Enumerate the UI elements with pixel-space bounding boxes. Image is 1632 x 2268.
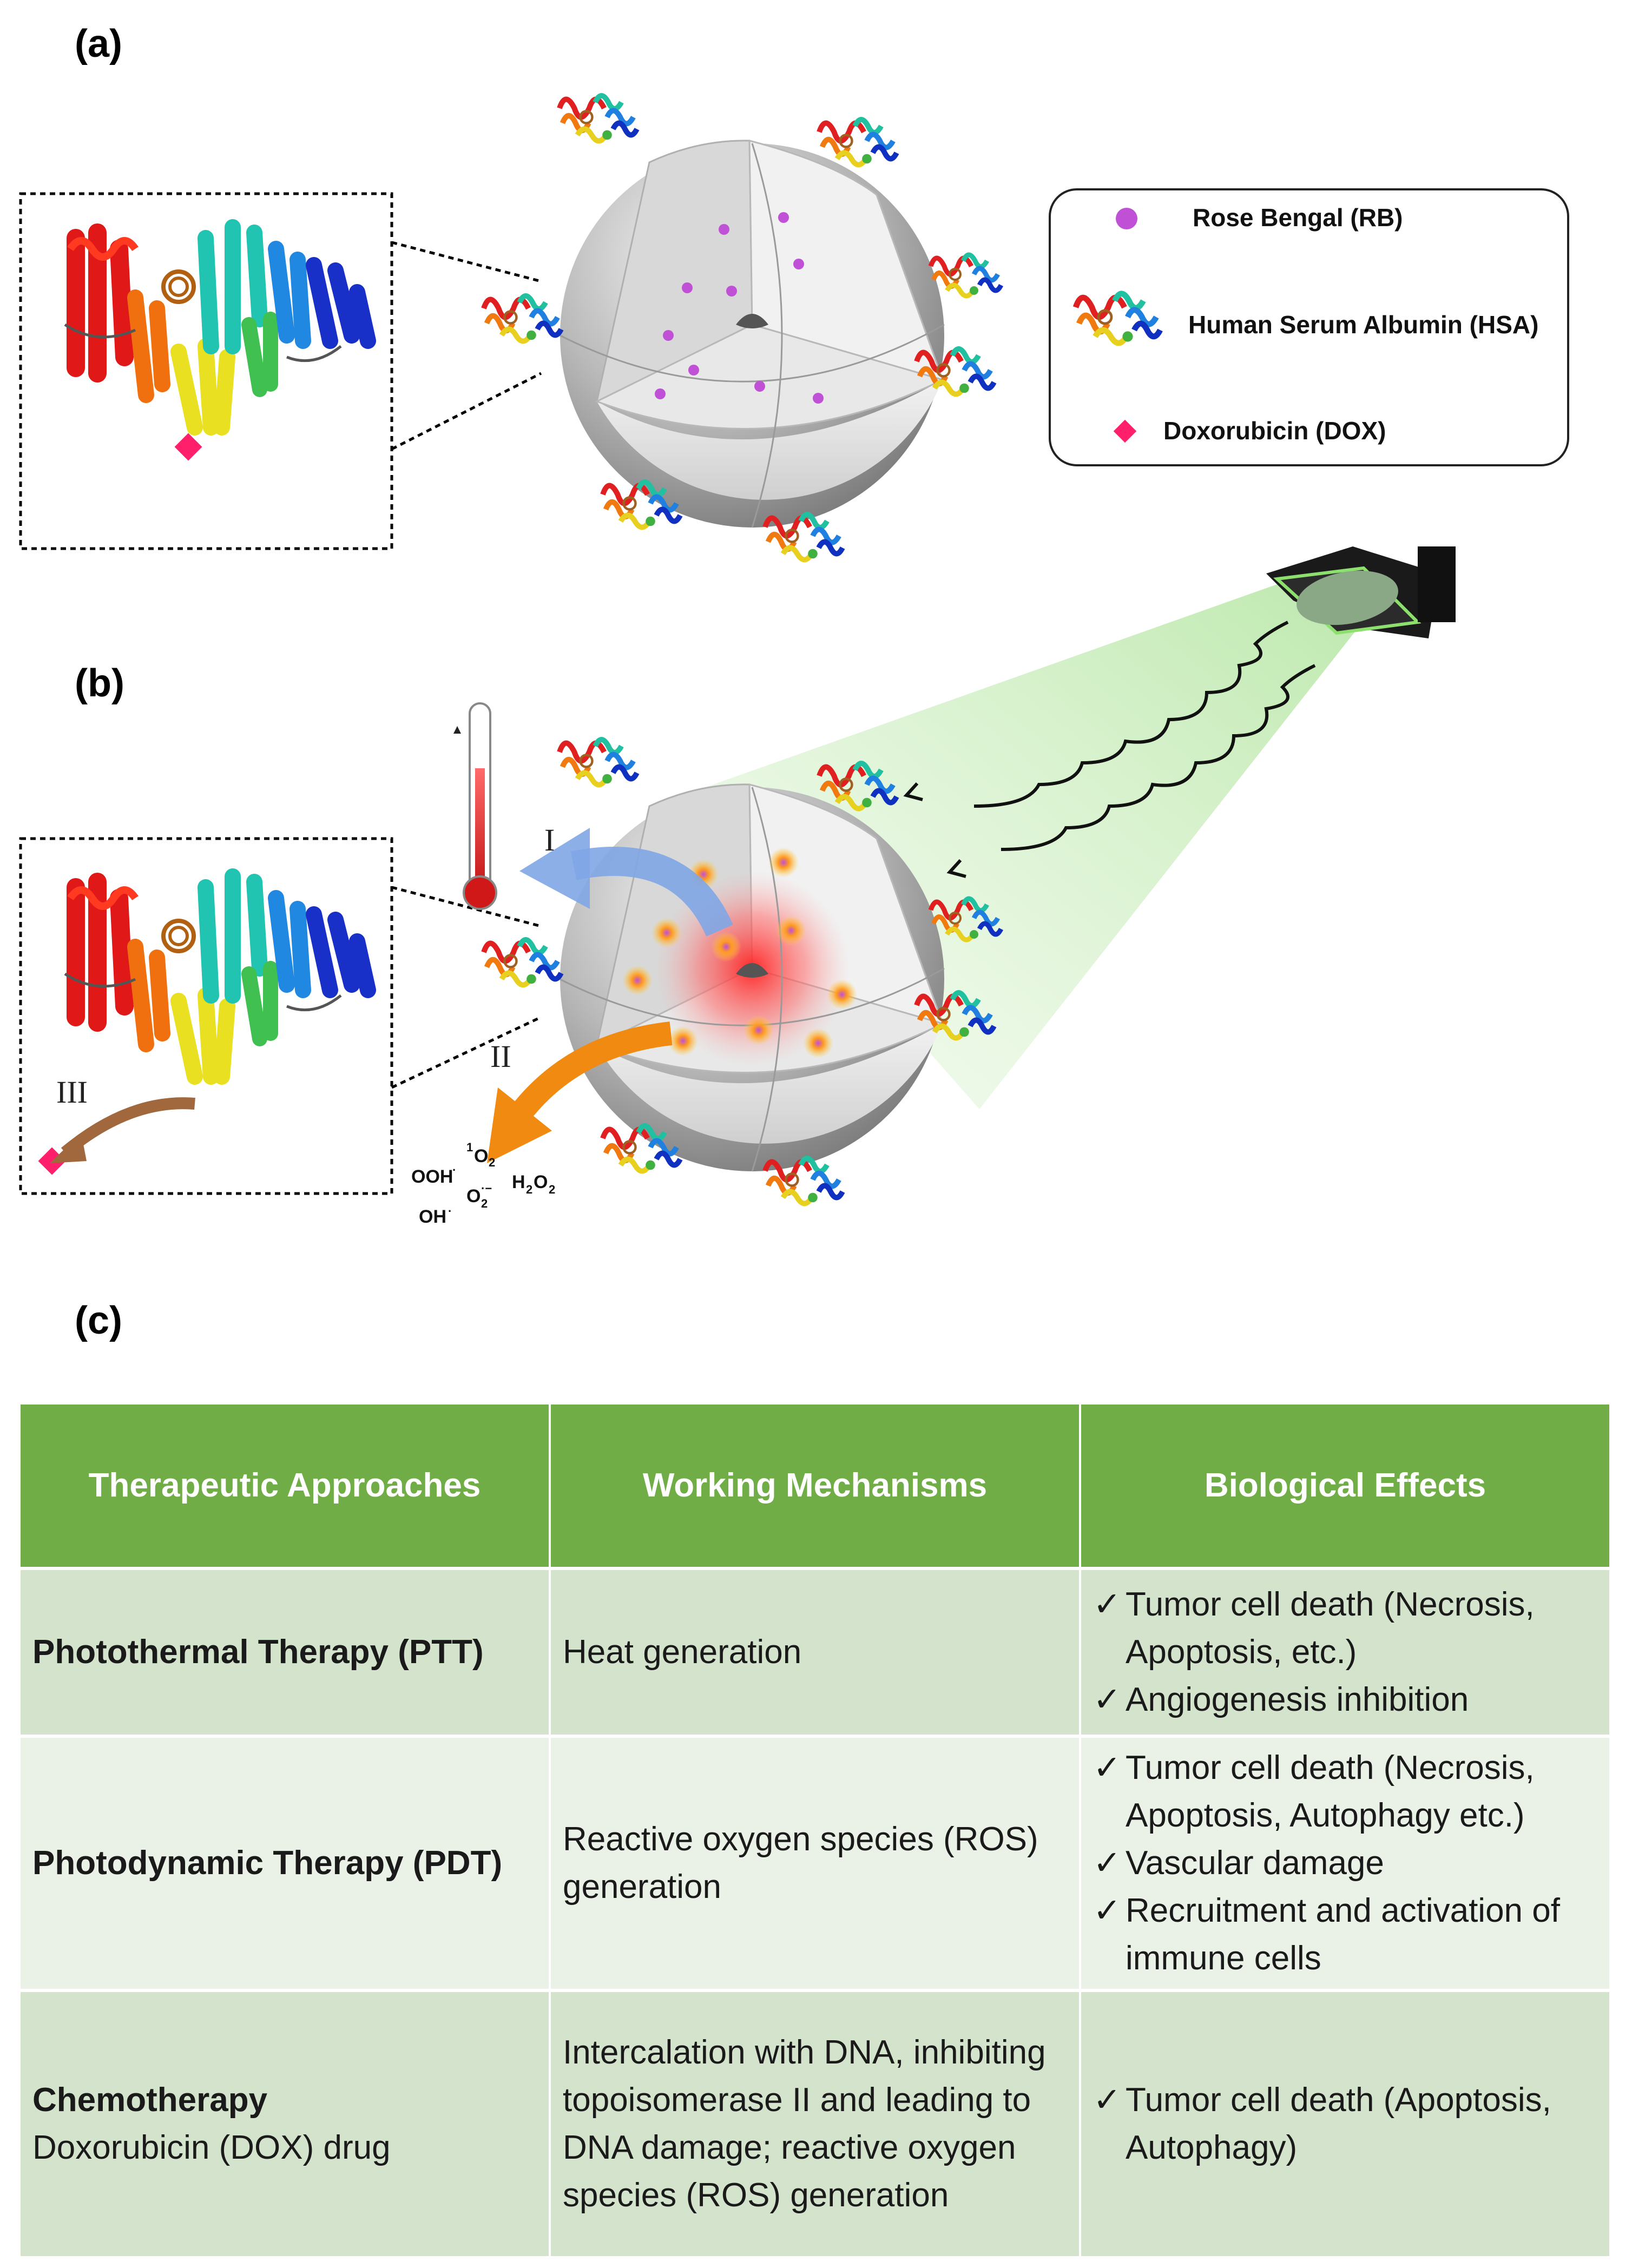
light-wave-2 [1001,664,1316,851]
chemo-mechanism: Intercalation with DNA, inhibiting topoi… [551,1992,1081,2259]
zoom-line-bottom-a [391,372,542,451]
excited-rose-bengal-particles [622,847,857,1058]
zoom-line-top-a [391,241,542,283]
chemo-title: Chemotherapy [32,2081,268,2119]
panel-c-label: (c) [75,1299,122,1342]
nanoparticle-a [560,140,945,528]
zoom-box-b [19,837,393,1195]
effect-item: ✓Angiogenesis inhibition [1093,1676,1597,1724]
effect-item: ✓Tumor cell death (Necrosis, Apoptosis, … [1093,1581,1597,1676]
svg-text:O: O [534,1172,548,1192]
chemo-subtitle: Doxorubicin (DOX) drug [32,2129,391,2166]
svg-text:2: 2 [481,1197,488,1210]
check-icon: ✓ [1093,1892,1121,1929]
header-approaches: Therapeutic Approaches [21,1405,551,1570]
ros-species: 1 O 2 OOH · O 2 ·− H 2 O 2 OH · [411,1140,555,1227]
ptt-approach: Photothermal Therapy (PTT) [21,1570,551,1738]
pathway-1-label: I [544,822,555,858]
svg-text:2: 2 [549,1183,555,1196]
panel-b-label: (b) [75,662,124,705]
light-wave-1 [973,621,1289,808]
schematic-diagram: Rose Bengal (RB) Human Serum Albumin (HS… [19,0,1569,1227]
panel-a: Rose Bengal (RB) Human Serum Albumin (HS… [19,96,1569,560]
hsa-protein-large-b [65,876,368,1077]
svg-text:OOH: OOH [411,1166,453,1187]
svg-text:2: 2 [526,1183,532,1196]
svg-text:2: 2 [489,1156,495,1169]
panel-a-label: (a) [75,22,122,65]
ptt-mechanism: Heat generation [551,1570,1081,1738]
svg-text:·: · [448,1204,452,1218]
pathway-2-label: II [490,1039,511,1074]
nanoparticle-b [560,783,945,1172]
svg-text:1: 1 [466,1140,473,1154]
check-icon: ✓ [1093,1586,1121,1623]
pdt-approach: Photodynamic Therapy (PDT) [21,1738,551,1992]
flashlight-icon [1266,546,1456,638]
legend-hsa-label: Human Serum Albumin (HSA) [1188,311,1538,339]
check-icon: ✓ [1093,1844,1121,1882]
rose-bengal-particles-a [655,212,824,404]
svg-text:OH: OH [419,1206,446,1227]
dox-release-arrow [61,1097,195,1157]
header-mechanisms: Working Mechanisms [551,1405,1081,1570]
pathway-3-label: III [56,1074,88,1110]
pdt-mechanism: Reactive oxygen species (ROS) generation [551,1738,1081,1992]
zoom-box-a [19,192,393,550]
chemo-effects: ✓Tumor cell death (Apoptosis, Autophagy) [1081,1992,1611,2259]
svg-text:H: H [512,1172,525,1192]
thermometer-icon [453,702,497,910]
svg-text:·−: ·− [481,1182,492,1195]
check-icon: ✓ [1093,1749,1121,1786]
legend: Rose Bengal (RB) Human Serum Albumin (HS… [1049,188,1569,466]
hsa-protein-large-a [65,227,368,427]
effect-item: ✓Vascular damage [1093,1840,1597,1887]
check-icon: ✓ [1093,2081,1121,2119]
check-icon: ✓ [1093,1681,1121,1718]
ros-arrow [510,1021,673,1122]
effect-item: ✓Tumor cell death (Apoptosis, Autophagy) [1093,2076,1597,2172]
svg-text:O: O [466,1186,481,1206]
effect-item: ✓Tumor cell death (Necrosis, Apoptosis, … [1093,1744,1597,1840]
legend-rb-label: Rose Bengal (RB) [1193,203,1403,232]
dox-marker-a [174,433,202,461]
chemo-approach: Chemotherapy Doxorubicin (DOX) drug [21,1992,551,2259]
rose-bengal-dot-icon [1116,208,1137,229]
svg-text:O: O [474,1146,488,1166]
therapy-table: Therapeutic Approaches Working Mechanism… [21,1405,1611,2259]
panel-b: III [19,546,1456,1227]
heat-arrow [570,847,733,937]
legend-dox-label: Doxorubicin (DOX) [1163,417,1386,445]
effect-item: ✓Recruitment and activation of immune ce… [1093,1887,1597,1982]
header-effects: Biological Effects [1081,1405,1611,1570]
pdt-effects: ✓Tumor cell death (Necrosis, Apoptosis, … [1081,1738,1611,1992]
ptt-effects: ✓Tumor cell death (Necrosis, Apoptosis, … [1081,1570,1611,1738]
svg-text:·: · [452,1163,456,1177]
